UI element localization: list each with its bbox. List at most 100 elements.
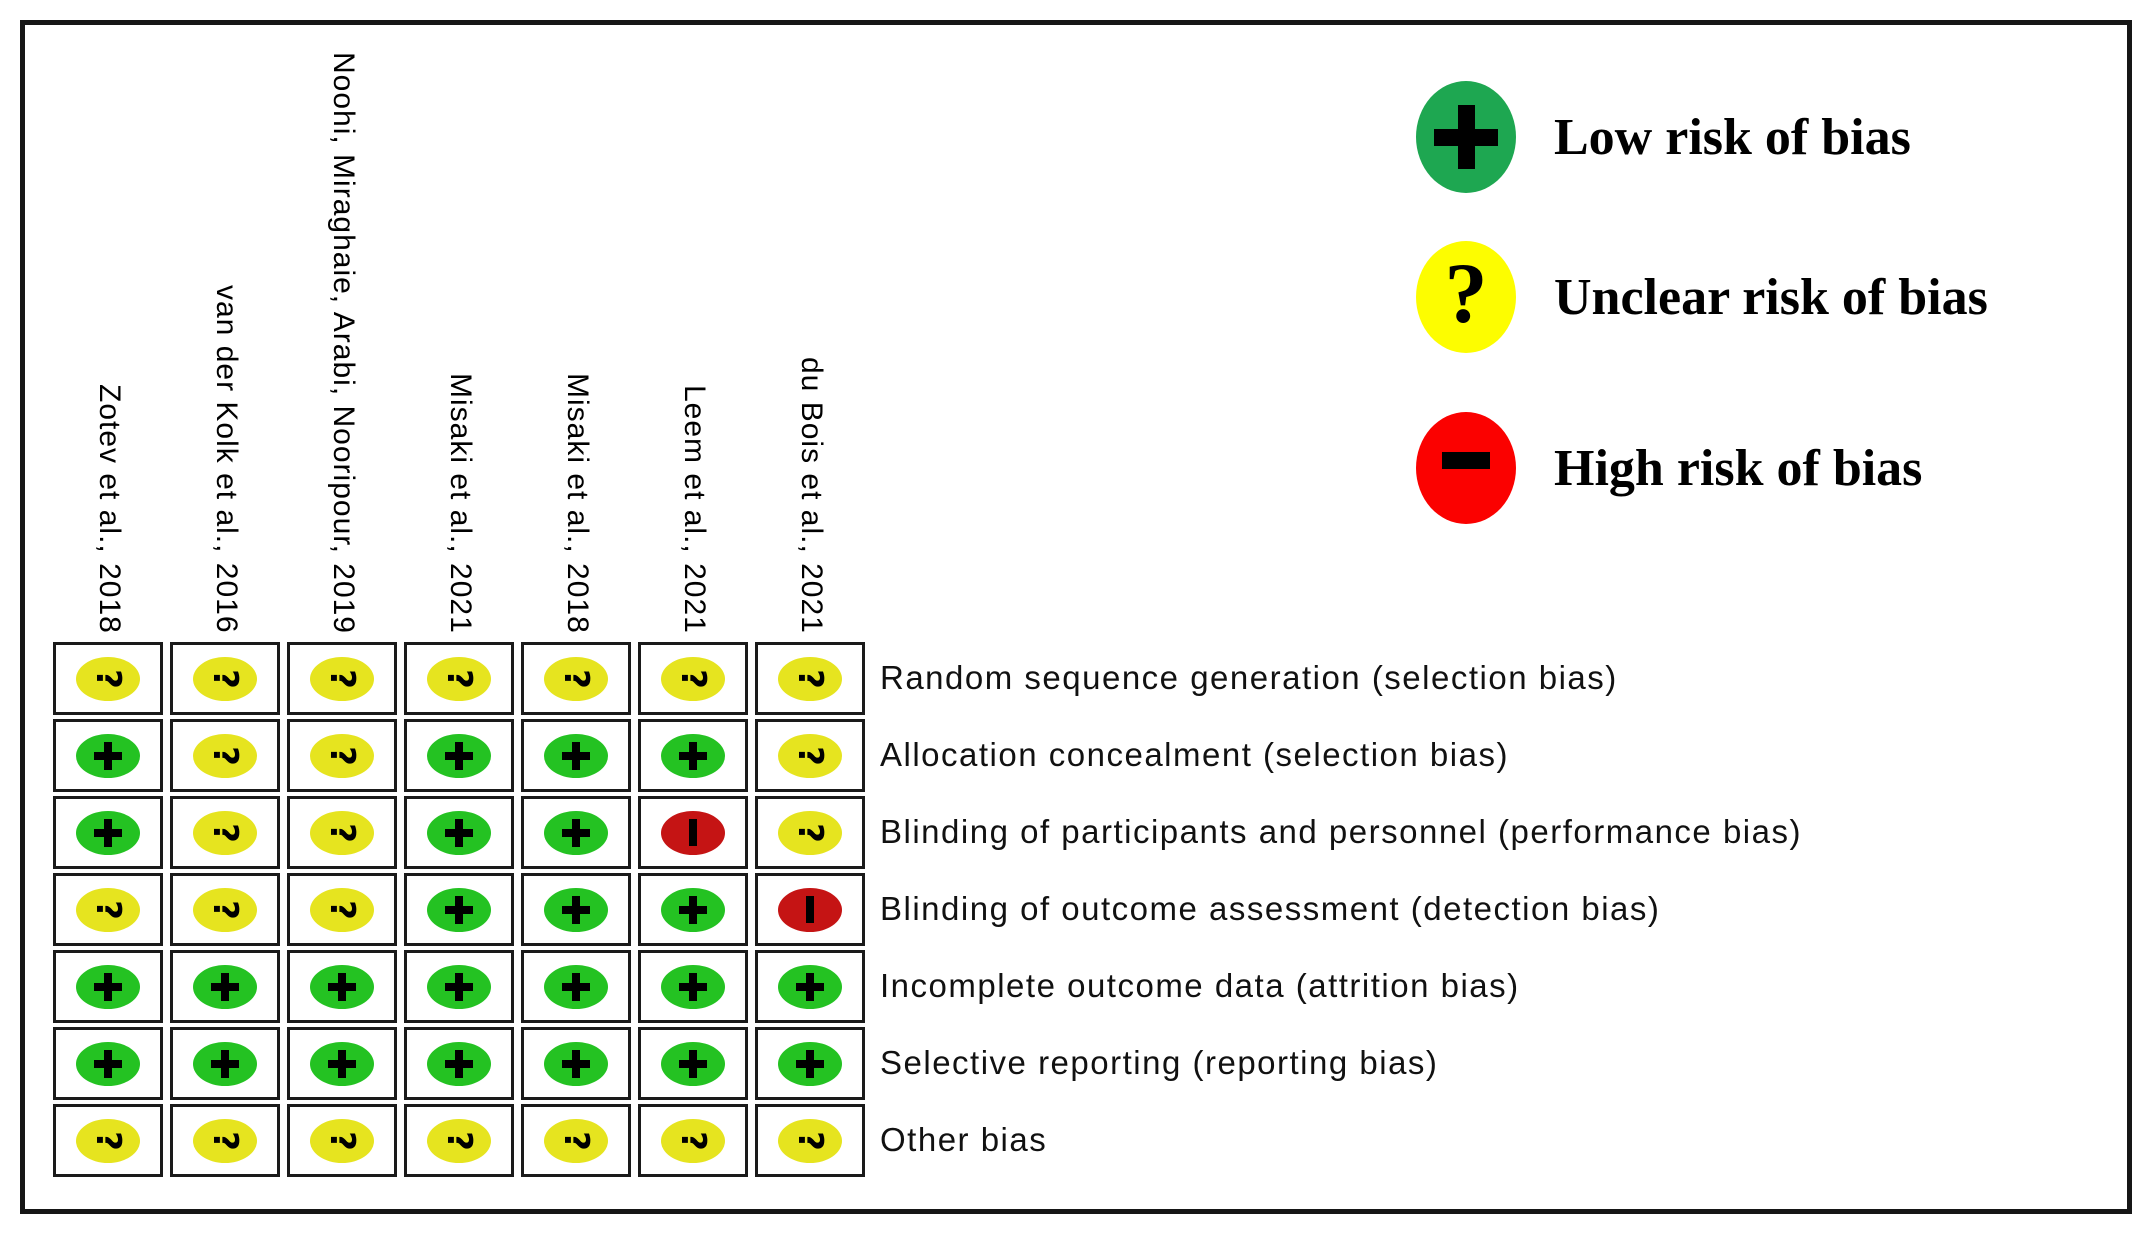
risk-cell	[170, 1027, 280, 1100]
risk-cell: ?	[287, 796, 397, 869]
plus-icon	[1434, 105, 1498, 169]
legend-item-unclear: ? Unclear risk of bias	[1416, 241, 1988, 353]
risk-cell: ?	[287, 719, 397, 792]
question-mark-icon: ?	[204, 822, 245, 843]
plus-icon	[328, 1049, 356, 1078]
question-mark-icon: ?	[438, 668, 479, 689]
minus-icon	[1442, 451, 1490, 469]
risk-of-bias-grid: ???????????????????????	[53, 642, 865, 1177]
risk-cell: ?	[755, 1104, 865, 1177]
plus-icon	[211, 972, 239, 1001]
study-label: Noohi, Miraghaie, Arabi, Nooripour, 2019	[327, 52, 360, 634]
unclear-risk-cell-icon: ?	[778, 1118, 842, 1163]
low-risk-cell-icon	[76, 810, 140, 855]
bias-domain-label: Random sequence generation (selection bi…	[880, 659, 1618, 696]
plus-icon	[445, 1049, 473, 1078]
risk-cell: ?	[170, 719, 280, 792]
risk-cell: ?	[53, 1104, 163, 1177]
unclear-risk-cell-icon: ?	[76, 887, 140, 932]
risk-cell	[404, 719, 514, 792]
low-risk-cell-icon	[544, 733, 608, 778]
study-label: Zotev et al., 2018	[93, 384, 126, 634]
risk-cell: ?	[287, 1104, 397, 1177]
low-risk-cell-icon	[544, 964, 608, 1009]
unclear-risk-cell-icon: ?	[193, 733, 257, 778]
unclear-risk-cell-icon: ?	[76, 656, 140, 701]
plus-icon	[328, 972, 356, 1001]
high-risk-icon	[1416, 412, 1516, 524]
question-mark-icon: ?	[555, 668, 596, 689]
low-risk-cell-icon	[778, 964, 842, 1009]
question-mark-icon: ?	[87, 899, 128, 920]
risk-cell: ?	[170, 796, 280, 869]
risk-cell	[638, 950, 748, 1023]
plus-icon	[679, 1049, 707, 1078]
low-risk-cell-icon	[310, 964, 374, 1009]
question-mark-icon: ?	[321, 668, 362, 689]
low-risk-cell-icon	[661, 887, 725, 932]
low-risk-cell-icon	[193, 1041, 257, 1086]
legend-label-high: High risk of bias	[1554, 439, 1923, 497]
study-label: Misaki et al., 2018	[561, 373, 594, 634]
unclear-risk-cell-icon: ?	[310, 810, 374, 855]
low-risk-cell-icon	[76, 964, 140, 1009]
plus-icon	[562, 1049, 590, 1078]
plus-icon	[562, 972, 590, 1001]
legend-label-low: Low risk of bias	[1554, 108, 1911, 166]
high-risk-cell-icon	[661, 810, 725, 855]
question-mark-icon: ?	[321, 1130, 362, 1151]
question-mark-icon: ?	[87, 1130, 128, 1151]
risk-cell: ?	[521, 642, 631, 715]
plus-icon	[94, 818, 122, 847]
question-mark-icon: ?	[321, 899, 362, 920]
unclear-risk-cell-icon: ?	[193, 656, 257, 701]
question-mark-icon: ?	[789, 1130, 830, 1151]
plus-icon	[445, 972, 473, 1001]
risk-cell: ?	[755, 642, 865, 715]
question-mark-icon: ?	[87, 668, 128, 689]
risk-cell: ?	[287, 873, 397, 946]
risk-cell	[521, 719, 631, 792]
unclear-risk-cell-icon: ?	[778, 810, 842, 855]
low-risk-cell-icon	[427, 733, 491, 778]
minus-icon	[689, 819, 697, 846]
plus-icon	[445, 895, 473, 924]
unclear-risk-icon: ?	[1416, 241, 1516, 353]
low-risk-cell-icon	[310, 1041, 374, 1086]
risk-cell: ?	[170, 642, 280, 715]
risk-cell: ?	[404, 1104, 514, 1177]
risk-cell	[521, 1027, 631, 1100]
low-risk-cell-icon	[544, 887, 608, 932]
bias-domain-label: Blinding of outcome assessment (detectio…	[880, 890, 1661, 927]
low-risk-icon	[1416, 81, 1516, 193]
risk-cell	[521, 873, 631, 946]
low-risk-cell-icon	[427, 1041, 491, 1086]
risk-cell	[755, 1027, 865, 1100]
figure-border	[20, 20, 2132, 1214]
risk-cell: ?	[53, 873, 163, 946]
question-mark-icon: ?	[204, 1130, 245, 1151]
risk-cell	[404, 873, 514, 946]
risk-cell: ?	[755, 719, 865, 792]
risk-cell: ?	[638, 642, 748, 715]
plus-icon	[445, 818, 473, 847]
risk-cell: ?	[170, 873, 280, 946]
unclear-risk-cell-icon: ?	[778, 733, 842, 778]
low-risk-cell-icon	[76, 1041, 140, 1086]
unclear-risk-cell-icon: ?	[310, 733, 374, 778]
low-risk-cell-icon	[544, 1041, 608, 1086]
plus-icon	[211, 1049, 239, 1078]
risk-cell	[404, 796, 514, 869]
unclear-risk-cell-icon: ?	[193, 810, 257, 855]
unclear-risk-cell-icon: ?	[193, 887, 257, 932]
unclear-risk-cell-icon: ?	[310, 656, 374, 701]
bias-domain-label: Selective reporting (reporting bias)	[880, 1044, 1439, 1081]
risk-cell	[53, 796, 163, 869]
question-mark-icon: ?	[555, 1130, 596, 1151]
legend-item-high: High risk of bias	[1416, 412, 1922, 524]
question-mark-icon: ?	[672, 1130, 713, 1151]
plus-icon	[562, 818, 590, 847]
plus-icon	[94, 972, 122, 1001]
plus-icon	[445, 741, 473, 770]
